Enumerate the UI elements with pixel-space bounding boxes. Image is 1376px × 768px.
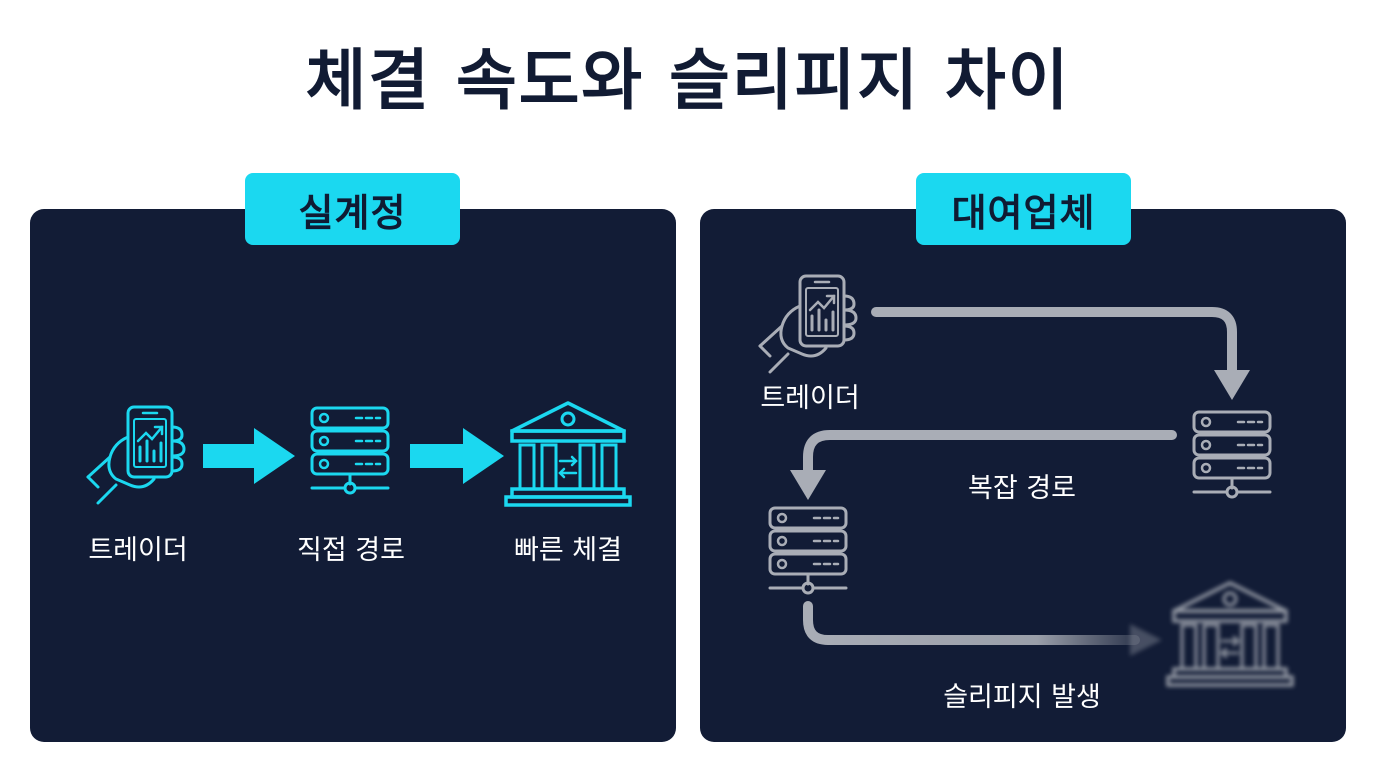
bank-icon-blurred bbox=[1166, 581, 1294, 687]
trader-phone-icon bbox=[86, 405, 186, 505]
direct-arrow-2 bbox=[410, 428, 504, 484]
trader-phone-icon-gray bbox=[758, 274, 858, 374]
label-complex-route: 복잡 경로 bbox=[968, 473, 1076, 504]
label-direct-route: 직접 경로 bbox=[297, 535, 405, 566]
real-account-tag: 실계정 bbox=[245, 173, 460, 245]
complex-path-arrow-1 bbox=[871, 307, 1237, 377]
slippage-path-arrow bbox=[803, 601, 1140, 645]
server-icon bbox=[310, 406, 390, 495]
label-trader-left: 트레이더 bbox=[88, 535, 188, 566]
complex-path-arrow-2 bbox=[803, 430, 1177, 477]
server-icon-first bbox=[1192, 410, 1272, 499]
direct-arrow-1 bbox=[203, 428, 295, 484]
page-title: 체결 속도와 슬리피지 차이 bbox=[305, 42, 1071, 119]
server-icon-second bbox=[768, 506, 848, 595]
rental-provider-tag: 대여업체 bbox=[916, 173, 1131, 245]
label-trader-right: 트레이더 bbox=[760, 383, 860, 414]
bank-icon bbox=[504, 401, 632, 507]
label-fast-execution: 빠른 체결 bbox=[514, 535, 622, 566]
label-slippage: 슬리피지 발생 bbox=[943, 682, 1101, 713]
